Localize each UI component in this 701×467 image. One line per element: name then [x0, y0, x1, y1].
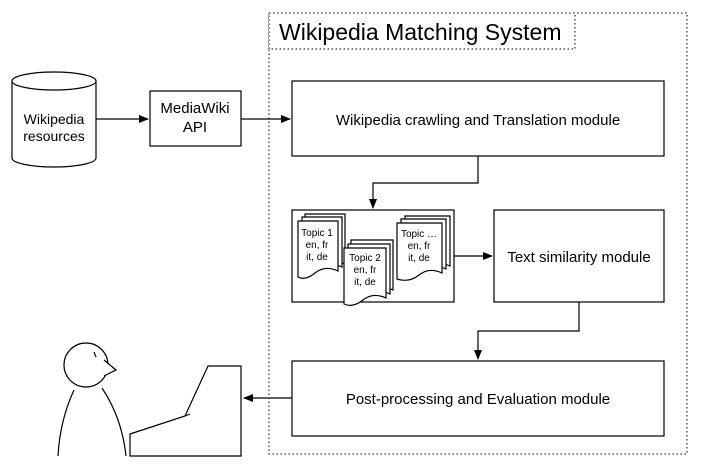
api-label-line1: MediaWiki — [160, 100, 229, 117]
topic-2-line3: it, de — [354, 277, 376, 288]
topic-1-line2: en, fr — [306, 240, 329, 251]
api-label-line2: API — [183, 119, 207, 136]
system-title-box — [268, 12, 576, 50]
topic-2-line1: Topic 2 — [349, 253, 381, 264]
topic-2-line2: en, fr — [354, 265, 377, 276]
mediawiki-api-box: MediaWiki API — [149, 90, 242, 147]
similarity-module-label: Text similarity module — [507, 249, 650, 266]
wikipedia-resources-database: Wikipedia resources — [11, 71, 97, 168]
topic-3-line2: en, fr — [408, 241, 431, 252]
user-figure-icon — [57, 342, 127, 457]
topic-1-line1: Topic 1 — [301, 228, 333, 239]
arrow-crawling-to-topics — [369, 156, 479, 209]
topic-document-1: Topic 1 en, fr it, de — [297, 213, 346, 279]
postprocessing-module-label: Post-processing and Evaluation module — [346, 391, 610, 408]
postprocessing-evaluation-module: Post-processing and Evaluation module — [291, 360, 665, 437]
topic-3-line3: it, de — [408, 253, 430, 264]
system-title: Wikipedia Matching System — [279, 19, 562, 45]
topic-document-3: Topic … en, fr it, de — [396, 215, 451, 281]
resources-label-line1: Wikipedia — [24, 111, 85, 127]
resources-label-line2: resources — [23, 128, 84, 144]
crawling-module-label: Wikipedia crawling and Translation modul… — [336, 112, 620, 129]
topic-document-2: Topic 2 en, fr it, de — [343, 239, 394, 306]
topics-container: Topic 1 en, fr it, de Topic 2 en, fr it,… — [291, 209, 455, 306]
topic-3-line1: Topic … — [401, 229, 437, 240]
computer-terminal-icon — [129, 365, 242, 457]
text-similarity-module: Text similarity module — [493, 209, 665, 303]
crawling-translation-module: Wikipedia crawling and Translation modul… — [291, 80, 665, 157]
arrow-similarity-to-postprocessing — [474, 302, 580, 360]
topic-1-line3: it, de — [306, 252, 328, 263]
